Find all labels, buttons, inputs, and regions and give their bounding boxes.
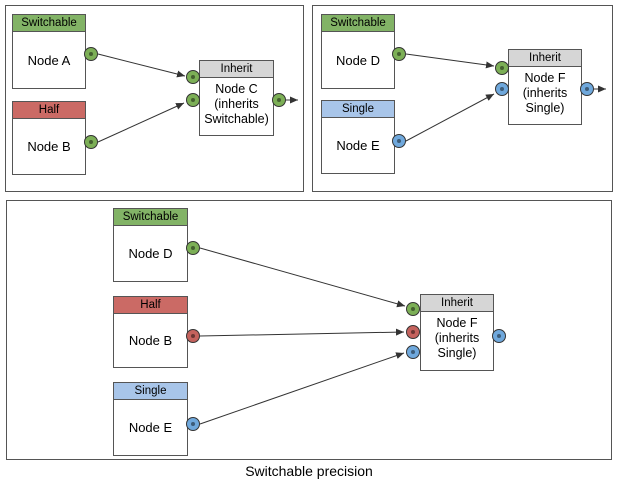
node-f-header: Inherit bbox=[509, 50, 581, 67]
node-d: Switchable Node D bbox=[113, 208, 188, 282]
node-e-label: Node E bbox=[128, 420, 173, 435]
edge-node-b-to-node-f bbox=[199, 328, 405, 337]
port-node-f-input-switchable bbox=[406, 302, 420, 316]
port-node-f-input-switchable bbox=[495, 61, 509, 75]
node-d-label: Node D bbox=[128, 246, 173, 261]
node-d-header: Switchable bbox=[114, 209, 187, 226]
port-node-f-output bbox=[492, 329, 506, 343]
port-node-b-output bbox=[186, 329, 200, 343]
node-b-header: Half bbox=[114, 297, 187, 314]
port-node-c-input-1 bbox=[186, 70, 200, 84]
edge-node-d-to-node-f bbox=[199, 247, 406, 308]
port-node-e-output bbox=[186, 417, 200, 431]
node-a-header: Switchable bbox=[13, 15, 85, 32]
port-node-e-output bbox=[392, 134, 406, 148]
edges-layer-bottom bbox=[199, 247, 406, 425]
port-node-b-output bbox=[84, 135, 98, 149]
port-node-a-output bbox=[84, 47, 98, 61]
node-e: Single Node E bbox=[113, 382, 188, 456]
node-f: Inherit Node F (inherits Single) bbox=[420, 294, 494, 371]
node-d-header: Switchable bbox=[322, 15, 394, 32]
node-b-header: Half bbox=[13, 102, 85, 119]
node-b: Half Node B bbox=[113, 296, 188, 368]
port-node-d-output bbox=[392, 47, 406, 61]
node-a: Switchable Node A bbox=[12, 14, 86, 89]
node-b: Half Node B bbox=[12, 101, 86, 175]
node-b-label: Node B bbox=[128, 333, 173, 348]
node-d: Switchable Node D bbox=[321, 14, 395, 89]
panel-top-left: Switchable Node A Half Node B Inherit No… bbox=[5, 5, 304, 192]
node-c-label: Node C (inherits Switchable) bbox=[204, 82, 269, 126]
figure-caption: Switchable precision bbox=[245, 463, 373, 479]
port-node-f-output bbox=[580, 82, 594, 96]
node-f: Inherit Node F (inherits Single) bbox=[508, 49, 582, 125]
node-e-label: Node E bbox=[336, 138, 380, 153]
node-f-header: Inherit bbox=[421, 295, 493, 312]
node-c-header: Inherit bbox=[200, 61, 273, 78]
node-b-label: Node B bbox=[27, 139, 71, 154]
panel-top-right: Switchable Node D Single Node E Inherit … bbox=[312, 5, 613, 192]
edge-node-e-to-node-f bbox=[199, 352, 405, 425]
edge-node-a-to-node-c bbox=[97, 53, 186, 78]
node-e-header: Single bbox=[322, 101, 394, 118]
node-e-header: Single bbox=[114, 383, 187, 400]
node-d-label: Node D bbox=[335, 52, 381, 68]
port-node-d-output bbox=[186, 241, 200, 255]
node-f-label: Node F (inherits Single) bbox=[522, 71, 568, 115]
node-e: Single Node E bbox=[321, 100, 395, 174]
port-node-c-output bbox=[272, 93, 286, 107]
panel-bottom: Switchable Node D Half Node B Single Nod… bbox=[6, 200, 612, 460]
port-node-c-input-2 bbox=[186, 93, 200, 107]
node-a-label: Node A bbox=[27, 52, 71, 68]
port-node-f-input-half bbox=[406, 325, 420, 339]
edge-node-b-to-node-c bbox=[97, 102, 185, 143]
port-node-f-input-single bbox=[495, 82, 509, 96]
port-node-f-input-single bbox=[406, 345, 420, 359]
edge-node-e-to-node-f bbox=[405, 93, 495, 142]
node-f-label: Node F (inherits Single) bbox=[434, 316, 480, 360]
node-c: Inherit Node C (inherits Switchable) bbox=[199, 60, 274, 136]
edge-node-d-to-node-f bbox=[405, 53, 495, 69]
